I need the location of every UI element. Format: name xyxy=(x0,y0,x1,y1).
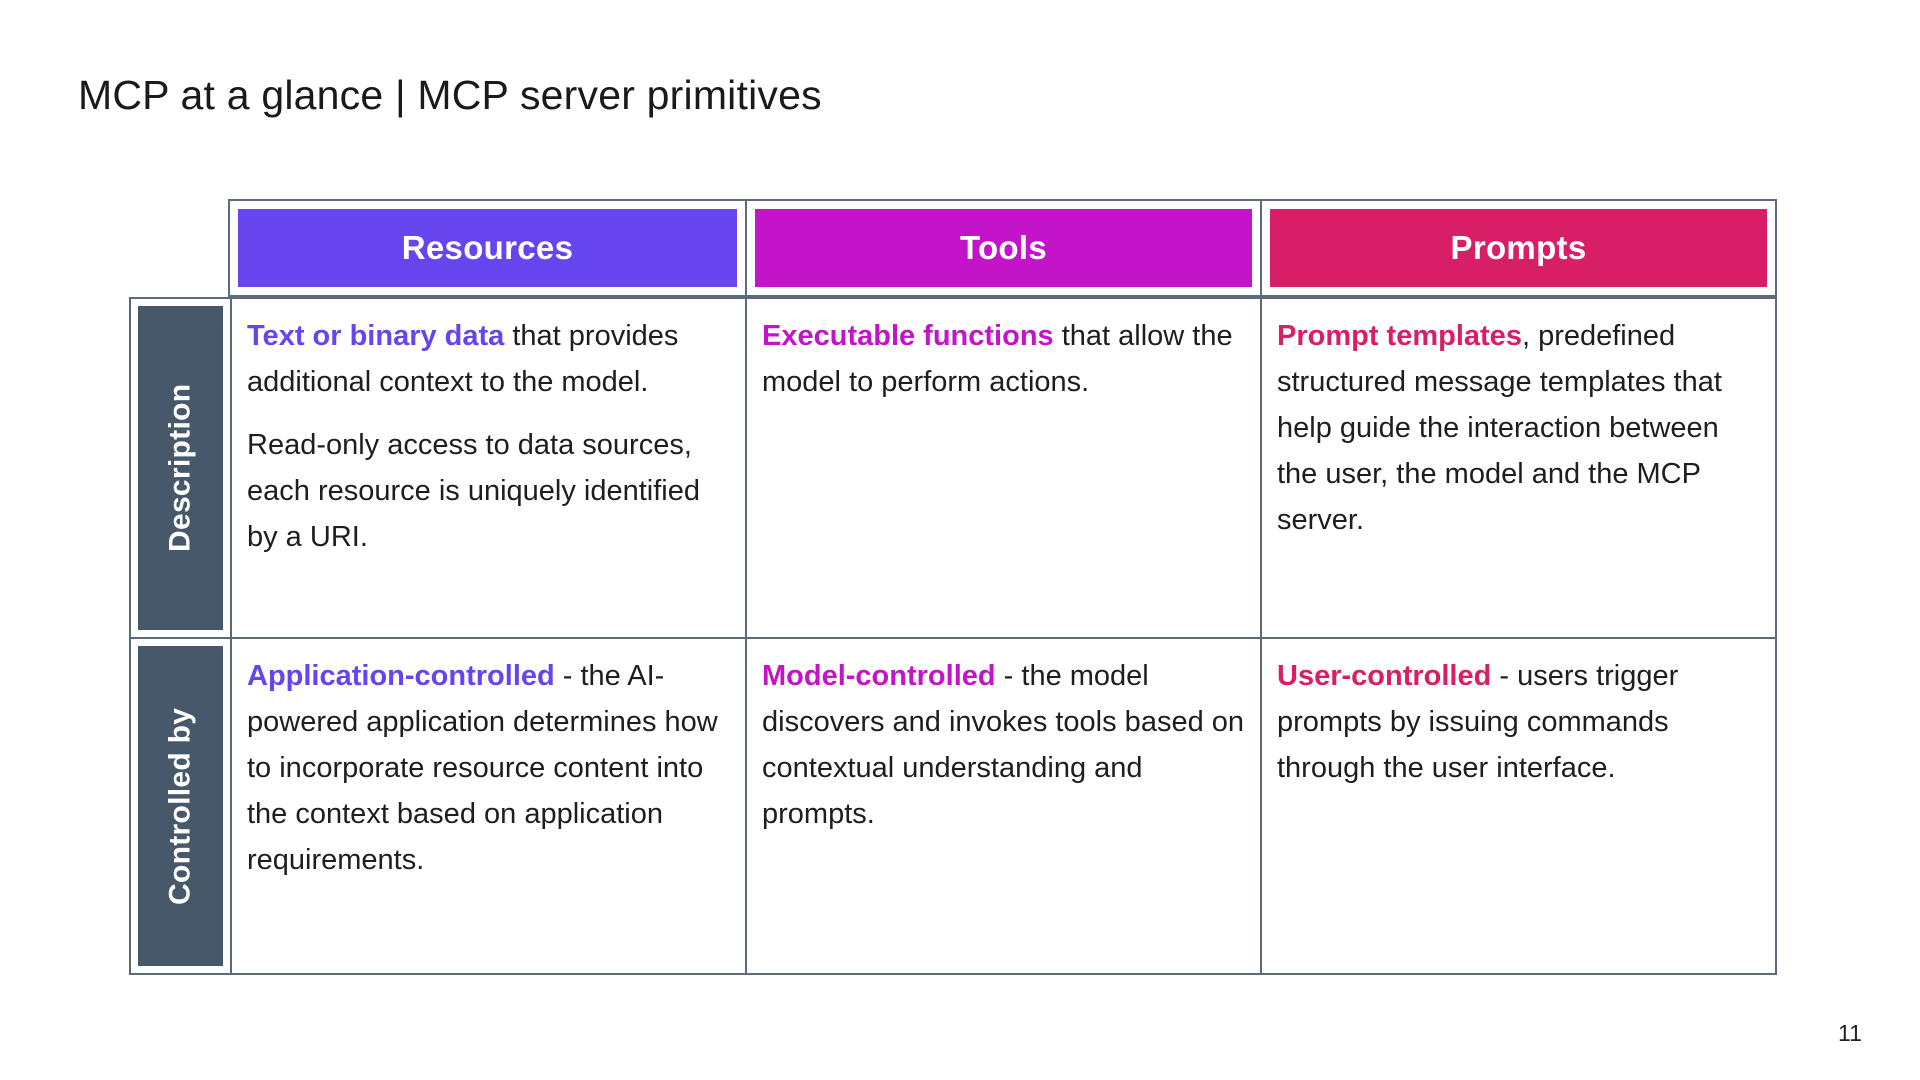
cell-lead-text: Application-controlled xyxy=(247,660,555,692)
cell-description-tools: Executable functions that allow the mode… xyxy=(745,299,1260,637)
cell-lead-text: Text or binary data xyxy=(247,320,505,352)
column-header-cell-resources: Resources xyxy=(230,201,745,295)
column-header-cell-tools: Tools xyxy=(745,201,1260,295)
column-header-prompts: Prompts xyxy=(1270,209,1767,287)
column-header-resources: Resources xyxy=(238,209,737,287)
cell-paragraph: Prompt templates, predefined structured … xyxy=(1277,313,1759,543)
row-header-cell-description: Description xyxy=(131,299,230,637)
cell-description-prompts: Prompt templates, predefined structured … xyxy=(1260,299,1775,637)
slide-title: MCP at a glance | MCP server primitives xyxy=(78,72,822,118)
primitives-table-body: Description Text or binary data that pro… xyxy=(129,297,1777,975)
row-header-cell-controlled-by: Controlled by xyxy=(131,637,230,973)
cell-paragraph: Text or binary data that provides additi… xyxy=(247,313,729,405)
cell-lead-text: Model-controlled xyxy=(762,660,996,692)
cell-paragraph: User-controlled - users trigger prompts … xyxy=(1277,653,1759,791)
cell-body-text: , predefined structured message template… xyxy=(1277,320,1722,536)
cell-body-text: that provides additional context to the … xyxy=(247,320,679,398)
cell-controlled-by-resources: Application-controlled - the AI-powered … xyxy=(230,637,745,973)
cell-lead-text: Prompt templates xyxy=(1277,320,1522,352)
cell-body-text: that allow the model to perform actions. xyxy=(762,320,1233,398)
page-number: 11 xyxy=(1838,1020,1862,1046)
row-header-description: Description xyxy=(138,306,223,630)
cell-lead-text: Executable functions xyxy=(762,320,1054,352)
column-header-tools: Tools xyxy=(755,209,1252,287)
cell-paragraph: Model-controlled - the model discovers a… xyxy=(762,653,1244,837)
column-header-cell-prompts: Prompts xyxy=(1260,201,1775,295)
primitives-table-header-row: Resources Tools Prompts xyxy=(228,199,1777,297)
cell-controlled-by-prompts: User-controlled - users trigger prompts … xyxy=(1260,637,1775,973)
cell-body-text: Read-only access to data sources, each r… xyxy=(247,429,700,553)
cell-paragraph: Application-controlled - the AI-powered … xyxy=(247,653,729,883)
cell-lead-text: User-controlled xyxy=(1277,660,1492,692)
cell-description-resources: Text or binary data that provides additi… xyxy=(230,299,745,637)
cell-body-text: - the model discovers and invokes tools … xyxy=(762,660,1245,830)
row-header-controlled-by: Controlled by xyxy=(138,646,223,966)
cell-body-text: - the AI-powered application determines … xyxy=(247,660,718,876)
cell-controlled-by-tools: Model-controlled - the model discovers a… xyxy=(745,637,1260,973)
cell-paragraph: Executable functions that allow the mode… xyxy=(762,313,1244,405)
cell-body-text: - users trigger prompts by issuing comma… xyxy=(1277,660,1679,784)
cell-paragraph: Read-only access to data sources, each r… xyxy=(247,422,729,560)
